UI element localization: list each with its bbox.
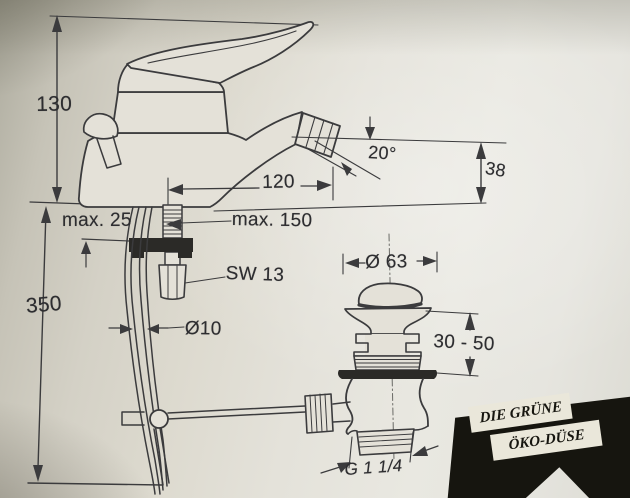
label-waste-height-range: 30 - 50 — [432, 331, 496, 356]
label-pipe-diameter: Ø10 — [184, 318, 222, 340]
popup-knob — [82, 112, 122, 169]
lever-handle — [126, 21, 315, 84]
label-deck-thickness: max. 25 — [62, 210, 132, 231]
label-overall-height: 130 — [36, 92, 73, 116]
faucet-body — [77, 21, 341, 208]
floor-reference-line — [27, 482, 163, 486]
leader-sw13 — [184, 276, 226, 284]
label-waste-cap-diameter: Ø 63 — [365, 251, 408, 273]
waste-cap — [357, 282, 423, 308]
dim-max150 — [166, 219, 232, 230]
dim-30-50 — [425, 310, 479, 377]
dim-130 — [49, 15, 319, 203]
label-spout-reach: 120 — [262, 171, 295, 193]
popup-linkage — [121, 393, 351, 486]
sw13-nut — [158, 264, 187, 301]
dim-120 — [167, 166, 334, 205]
counter-bottom-line — [81, 238, 130, 242]
aerator — [294, 112, 341, 158]
centerline — [388, 233, 395, 462]
label-waste-thread: G 1 1/4 — [344, 455, 404, 479]
label-outlet-height: 38 — [483, 158, 508, 181]
dim-d10 — [108, 324, 185, 334]
label-connection-max: max. 150 — [231, 209, 313, 232]
rod-knurled-nut — [304, 393, 334, 434]
label-spout-angle: 20° — [367, 142, 398, 164]
dim-38 — [213, 136, 507, 212]
dim-d63 — [342, 251, 438, 275]
label-rod-length: 350 — [25, 291, 63, 318]
label-wrench-size: SW 13 — [225, 263, 285, 287]
mounting-deck — [129, 238, 193, 258]
waste-flange — [338, 370, 438, 379]
dim-350 — [33, 206, 51, 482]
popup-waste — [338, 233, 438, 462]
dim-g114 — [320, 431, 439, 474]
dim-20deg — [307, 116, 381, 180]
mounting-shank — [158, 204, 187, 301]
